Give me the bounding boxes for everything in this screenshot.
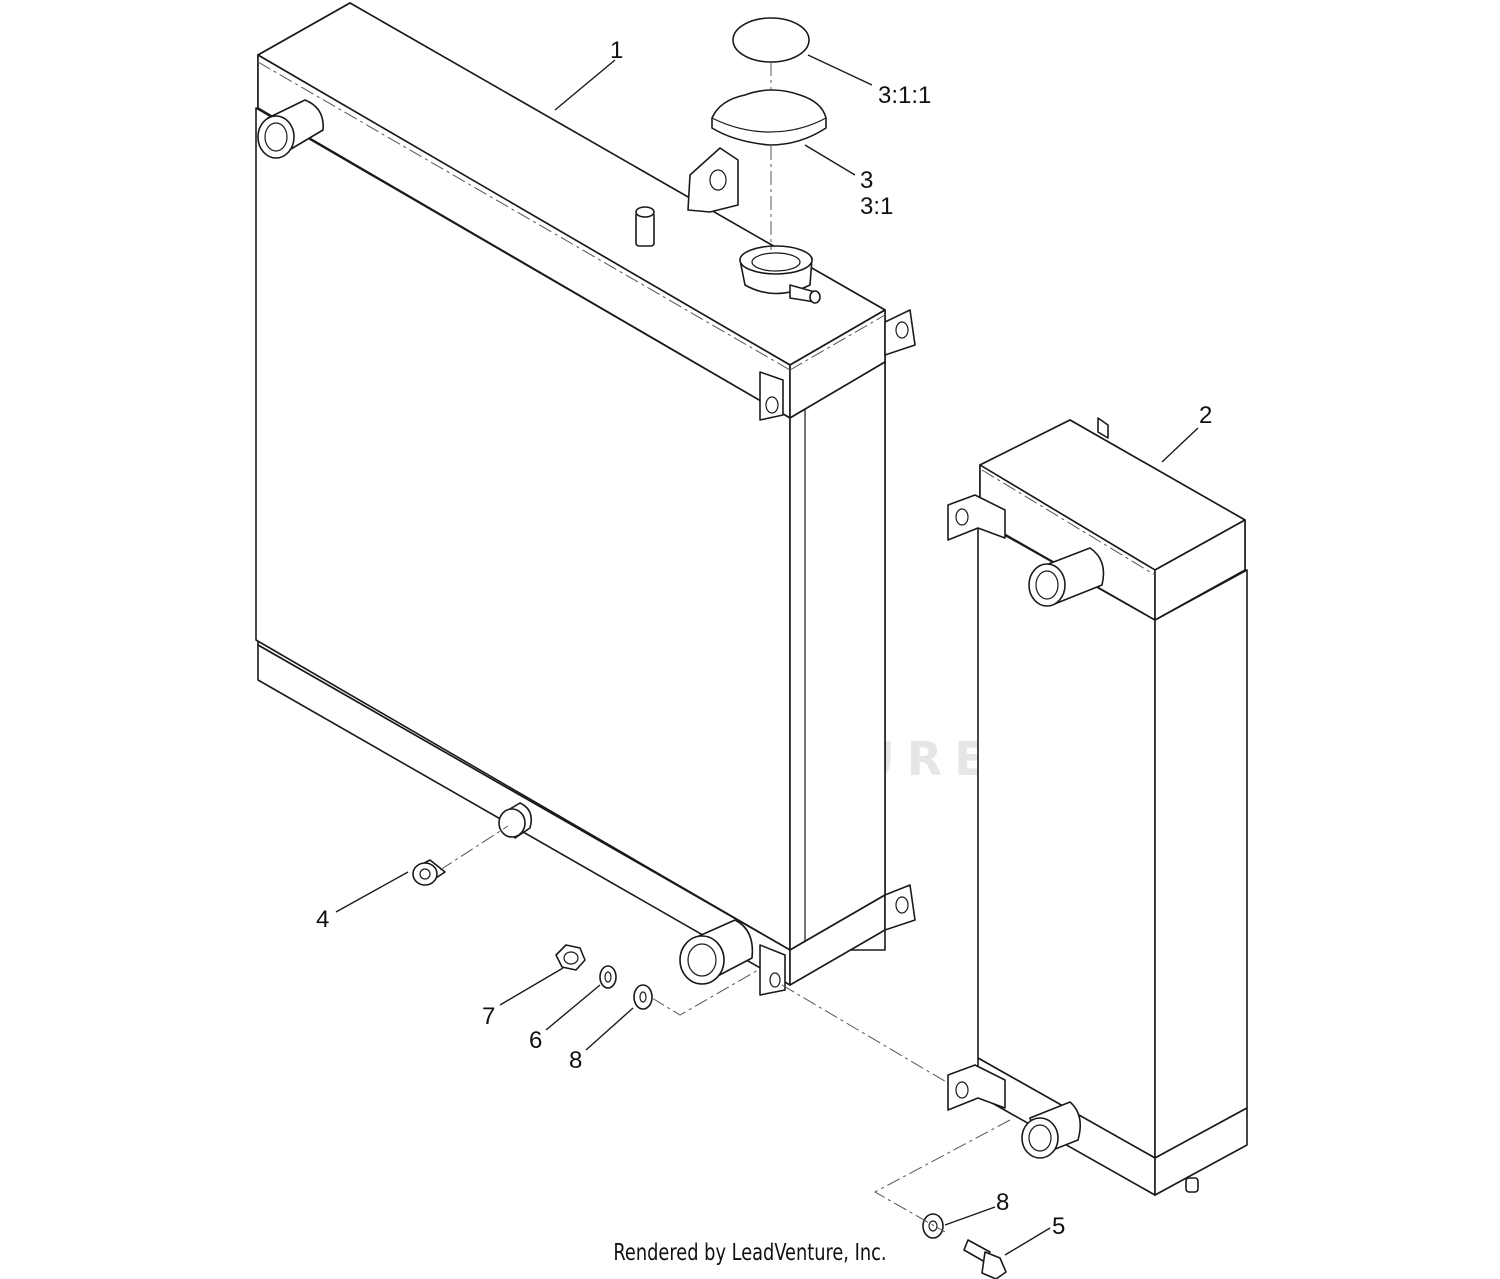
callout-6: 6 xyxy=(529,1027,542,1054)
fitting-part-4 xyxy=(412,859,446,886)
cap-seal-part-3-1-1 xyxy=(732,17,810,63)
nut-part-7 xyxy=(555,944,586,971)
flat-washer-part-8-lower xyxy=(922,1213,944,1239)
radiator-cap-part-3 xyxy=(711,89,827,146)
flat-washer-part-8 xyxy=(633,984,653,1010)
callout-3-1: 3:1 xyxy=(860,193,893,220)
callout-1: 1 xyxy=(610,37,623,64)
radiator-part-1 xyxy=(255,2,916,996)
drain-boss xyxy=(498,802,533,839)
render-credit: Rendered by LeadVenture, Inc. xyxy=(613,1240,887,1266)
callout-3: 3 xyxy=(860,167,873,194)
bolt-part-5 xyxy=(963,1239,1007,1279)
callout-2: 2 xyxy=(1199,402,1212,429)
callout-5: 5 xyxy=(1052,1213,1065,1240)
callout-3-1-1: 3:1:1 xyxy=(878,82,931,109)
callout-7: 7 xyxy=(482,1003,495,1030)
callout-8-upper: 8 xyxy=(569,1047,582,1074)
lock-washer-part-6 xyxy=(599,965,617,989)
lower-hose-neck xyxy=(679,919,754,985)
radiator-peg xyxy=(635,206,655,247)
leader-lines xyxy=(335,54,1199,1256)
filler-neck xyxy=(739,245,821,304)
callout-4: 4 xyxy=(316,906,329,933)
oil-cooler-part-2 xyxy=(947,417,1248,1196)
callout-8-lower: 8 xyxy=(996,1189,1009,1216)
upper-hose-neck xyxy=(257,99,324,159)
